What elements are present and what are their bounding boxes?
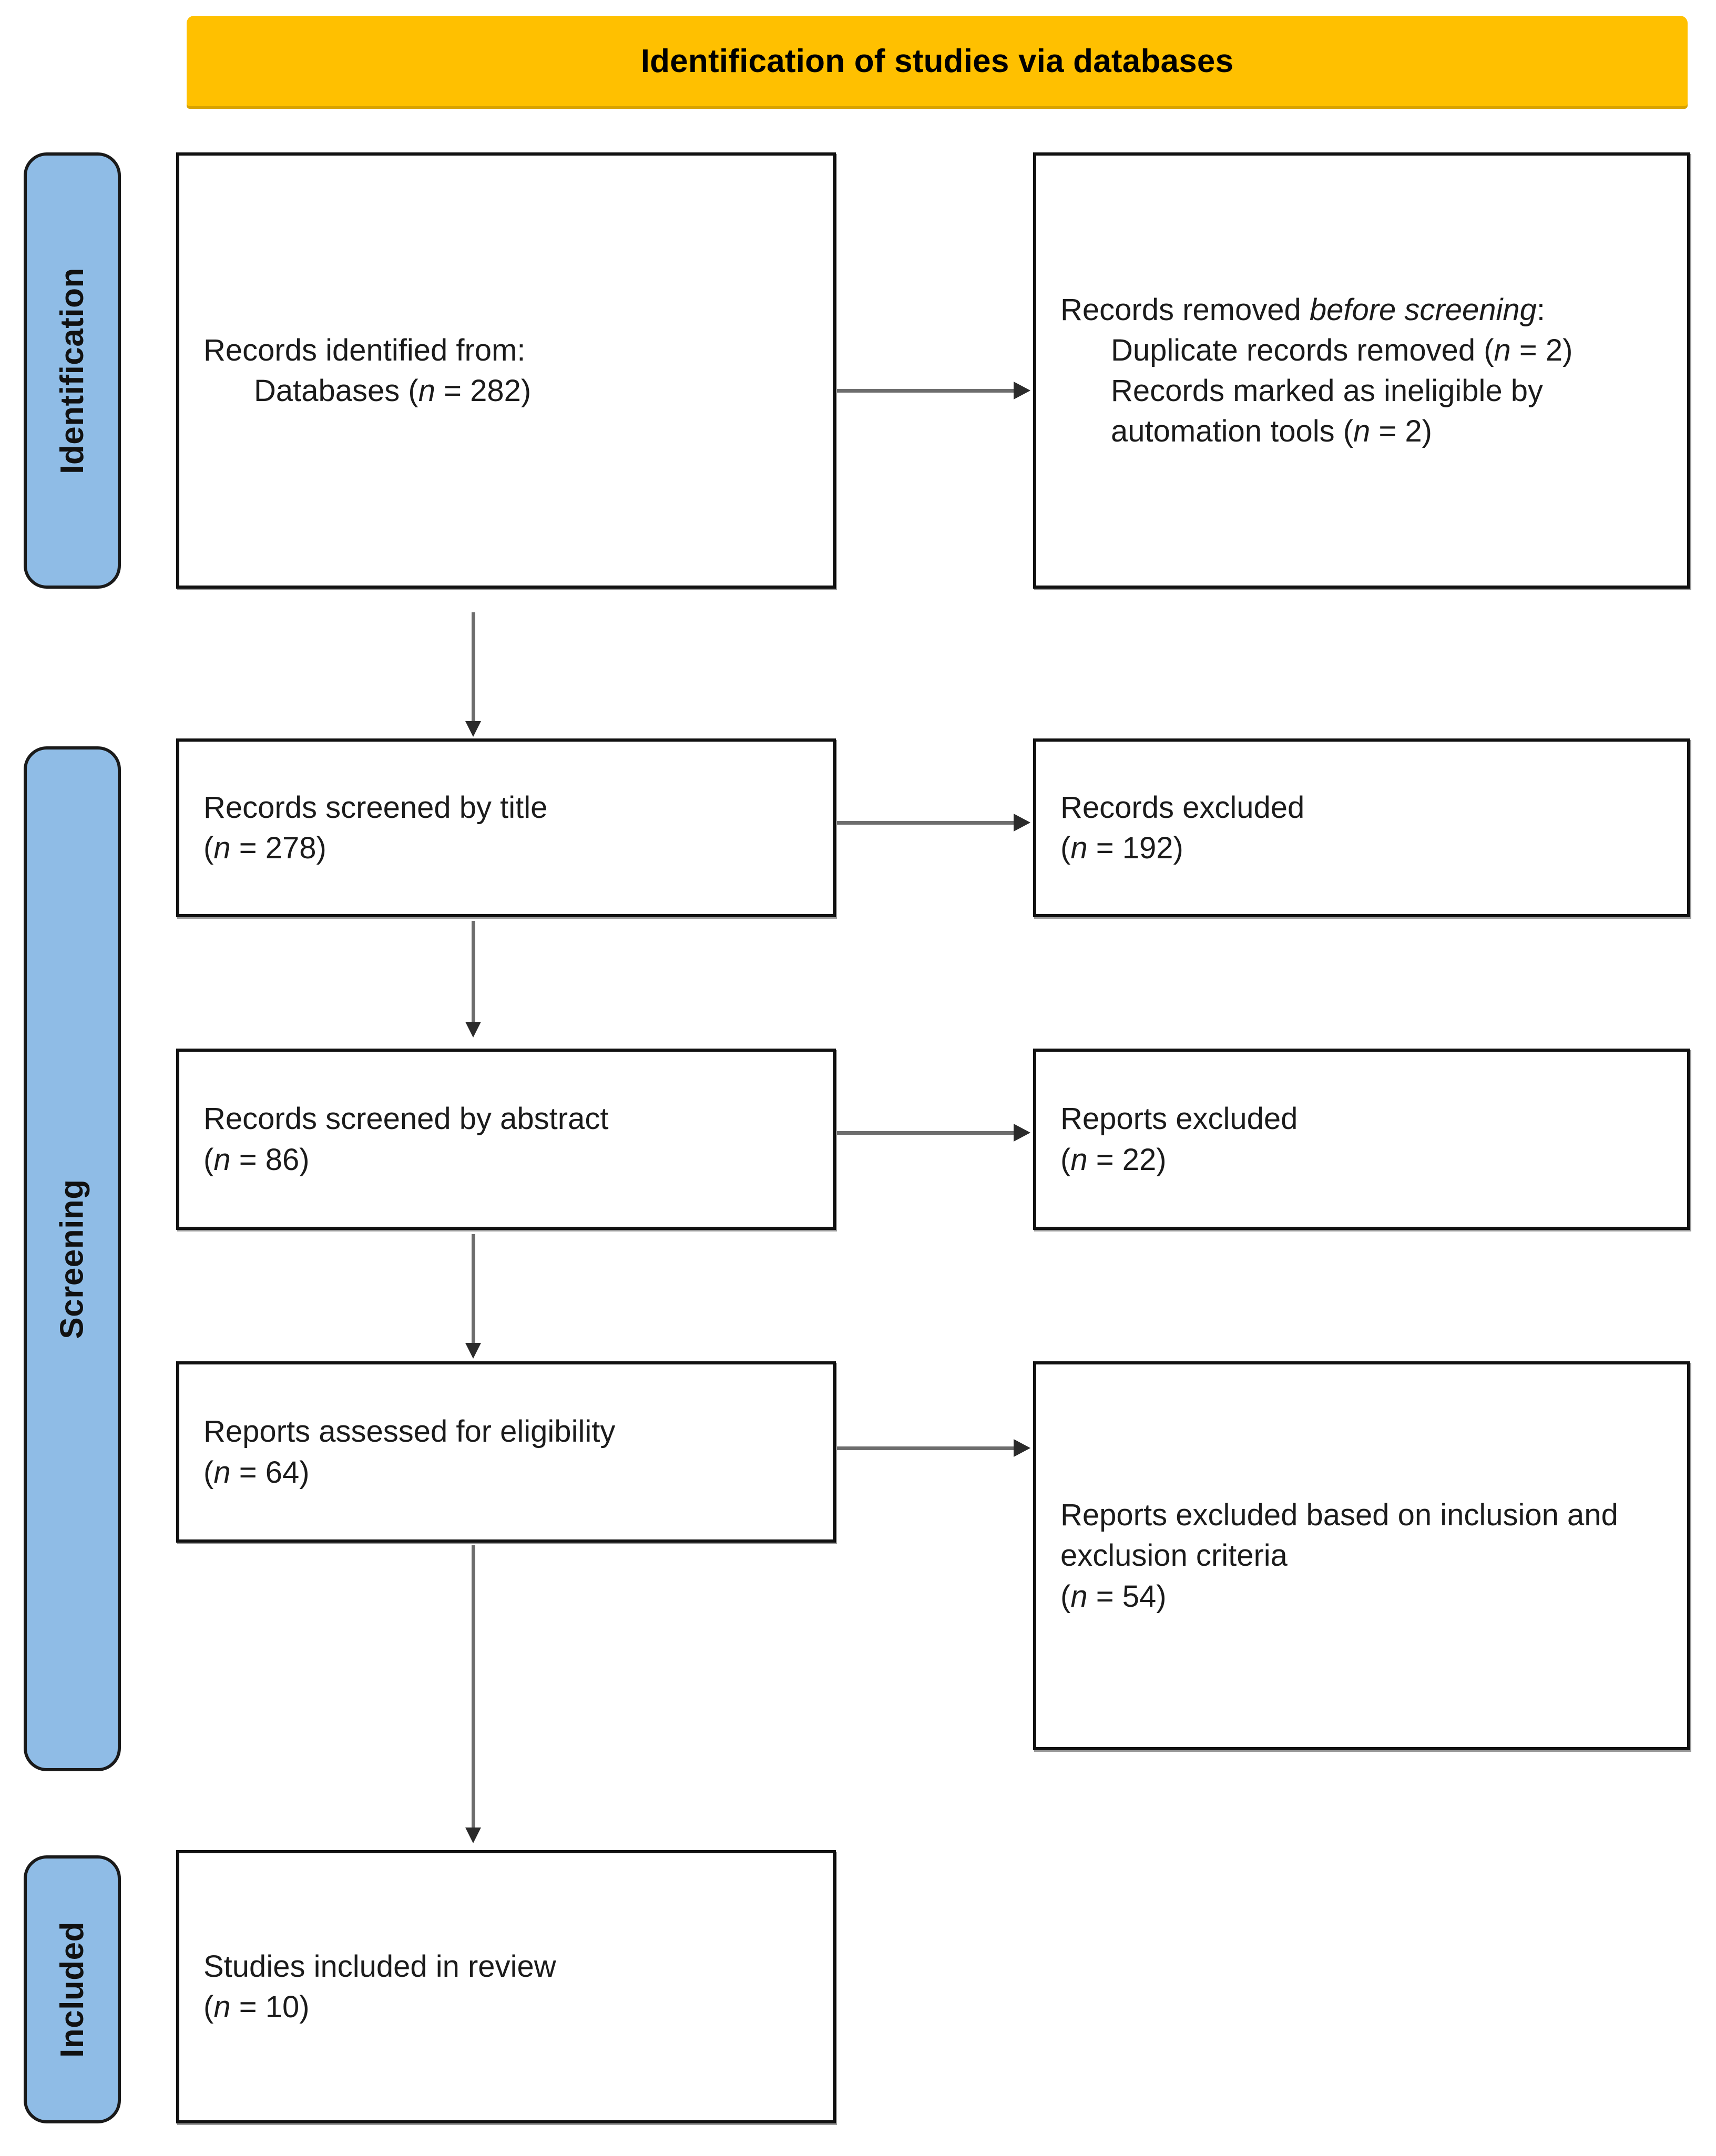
n-symbol: n: [1070, 1579, 1088, 1614]
records-removed-heading: Records removed before screening:: [1060, 292, 1546, 327]
box-records-excluded-title: Records excluded (n = 192): [1033, 738, 1690, 917]
arrow-identified-to-removed-head: [1014, 382, 1030, 399]
box-studies-included-text: Studies included in review (n = 10): [203, 1946, 809, 2027]
box-reports-assessed-text: Reports assessed for eligibility (n = 64…: [203, 1411, 809, 1492]
stage-label-identification: Identification: [24, 152, 121, 589]
records-excluded-line1: Records excluded: [1060, 790, 1305, 825]
records-identified-line1: Records identified from:: [203, 333, 526, 367]
n-symbol: n: [1070, 831, 1088, 865]
banner-title: Identification of studies via databases: [640, 43, 1234, 79]
box-reports-excluded-abstract-text: Reports excluded (n = 22): [1060, 1098, 1663, 1179]
reports-excluded-criteria-count: (n = 54): [1060, 1579, 1167, 1614]
stage-label-screening: Screening: [24, 746, 121, 1771]
stage-label-identification-text: Identification: [54, 267, 90, 474]
box-records-removed-text: Records removed before screening: Duplic…: [1060, 290, 1663, 452]
box-reports-assessed-for-eligibility: Reports assessed for eligibility (n = 64…: [176, 1361, 836, 1543]
records-removed-item-automation: Records marked as ineligible by automati…: [1111, 374, 1544, 449]
stage-label-screening-text: Screening: [54, 1178, 90, 1339]
screened-abstract-line1: Records screened by abstract: [203, 1102, 609, 1136]
arrow-title-to-excluded-line: [837, 821, 1016, 825]
screened-title-line1: Records screened by title: [203, 790, 548, 825]
box-records-identified: Records identified from: Databases (n = …: [176, 152, 836, 589]
box-studies-included-in-review: Studies included in review (n = 10): [176, 1850, 836, 2123]
arrow-abstract-to-eligibility-head: [465, 1343, 481, 1359]
arrow-title-to-abstract-head: [465, 1022, 481, 1038]
n-symbol: n: [1494, 333, 1511, 367]
records-removed-item-duplicates: Duplicate records removed (n = 2): [1111, 333, 1573, 367]
box-records-screened-by-abstract-text: Records screened by abstract (n = 86): [203, 1098, 809, 1179]
box-records-screened-by-title: Records screened by title (n = 278): [176, 738, 836, 917]
arrow-eligibility-to-included-line: [472, 1545, 475, 1832]
reports-excluded-criteria-line1: Reports excluded based on inclusion and …: [1060, 1498, 1618, 1573]
arrow-eligibility-to-included-head: [465, 1828, 481, 1843]
box-reports-excluded-abstract: Reports excluded (n = 22): [1033, 1049, 1690, 1230]
arrow-title-to-excluded-head: [1014, 814, 1030, 831]
box-records-screened-by-title-text: Records screened by title (n = 278): [203, 787, 809, 868]
box-records-excluded-title-text: Records excluded (n = 192): [1060, 787, 1663, 868]
n-symbol: n: [213, 831, 231, 865]
studies-included-line1: Studies included in review: [203, 1949, 556, 1984]
box-records-identified-text: Records identified from: Databases (n = …: [203, 330, 809, 411]
reports-excluded-abstract-line1: Reports excluded: [1060, 1102, 1298, 1136]
stage-label-included-text: Included: [54, 1921, 90, 2058]
stage-label-included: Included: [24, 1855, 121, 2123]
reports-assessed-line1: Reports assessed for eligibility: [203, 1414, 616, 1449]
arrow-eligibility-to-excluded-line: [837, 1446, 1016, 1450]
box-records-removed-before-screening: Records removed before screening: Duplic…: [1033, 152, 1690, 589]
n-symbol: n: [418, 374, 435, 408]
arrow-identified-to-title-head: [465, 721, 481, 737]
box-reports-excluded-criteria-text: Reports excluded based on inclusion and …: [1060, 1495, 1663, 1616]
box-records-screened-by-abstract: Records screened by abstract (n = 86): [176, 1049, 836, 1230]
n-symbol: n: [213, 1990, 231, 2024]
studies-included-count: (n = 10): [203, 1990, 310, 2024]
box-reports-excluded-criteria: Reports excluded based on inclusion and …: [1033, 1361, 1690, 1750]
diagram-banner: Identification of studies via databases: [187, 16, 1688, 106]
reports-excluded-abstract-count: (n = 22): [1060, 1142, 1167, 1177]
n-symbol: n: [213, 1142, 231, 1177]
arrow-eligibility-to-excluded-head: [1014, 1439, 1030, 1457]
arrow-identified-to-title-line: [472, 612, 475, 725]
records-identified-line2: Databases (n = 282): [254, 374, 532, 408]
arrow-abstract-to-excluded-head: [1014, 1124, 1030, 1142]
n-symbol: n: [1353, 414, 1371, 449]
records-excluded-count: (n = 192): [1060, 831, 1183, 865]
screened-title-count: (n = 278): [203, 831, 326, 865]
arrow-title-to-abstract-line: [472, 921, 475, 1026]
n-symbol: n: [1070, 1142, 1088, 1177]
reports-assessed-count: (n = 64): [203, 1455, 310, 1490]
arrow-abstract-to-excluded-line: [837, 1131, 1016, 1135]
arrow-identified-to-removed-line: [837, 389, 1016, 393]
n-symbol: n: [213, 1455, 231, 1490]
screened-abstract-count: (n = 86): [203, 1142, 310, 1177]
arrow-abstract-to-eligibility-line: [472, 1234, 475, 1347]
